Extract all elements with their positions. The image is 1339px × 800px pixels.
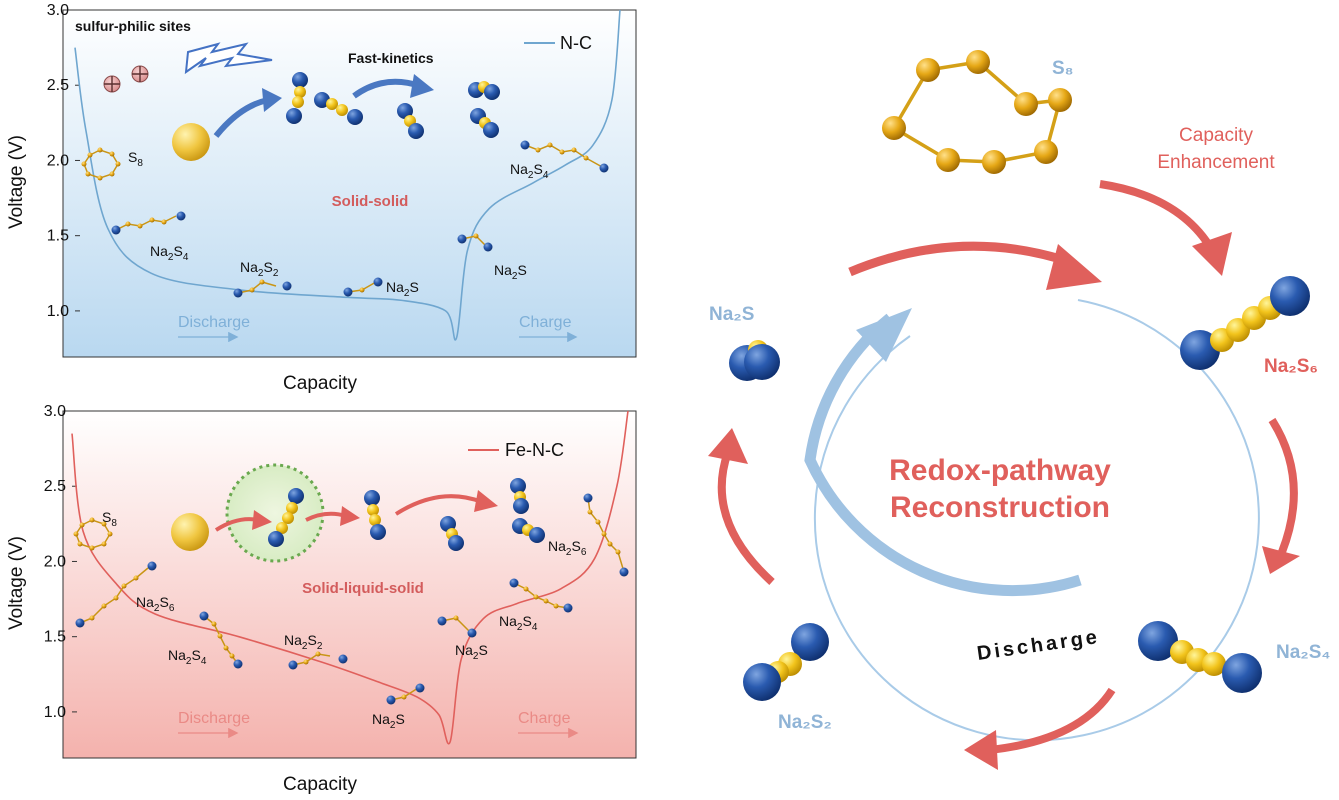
nc-y-axis-title: Voltage (V) (6, 135, 27, 229)
capacity-arrow (1099, 180, 1216, 253)
na2s4-label-top-left: Na2S4 (150, 243, 189, 263)
na2s-label-bottom: Na2S (372, 711, 405, 731)
fast-kinetics-label: Fast-kinetics (348, 50, 434, 66)
na2s4-label-bottom-left: Na2S4 (168, 647, 207, 667)
na2s2-label-top: Na2S2 (240, 259, 279, 279)
y-tick-label: 2.5 (44, 478, 66, 495)
outer-arrow-left (717, 450, 775, 585)
s8-ring-small-top (81, 147, 121, 181)
outer-arrow-bottom (989, 687, 1116, 754)
inner-red-arrow (848, 241, 1072, 277)
discharge-ring (813, 299, 1260, 742)
na2s-cluster (468, 81, 500, 138)
na2s4-molecule-large (1138, 621, 1262, 693)
solid-liquid-solid-label: Solid-liquid-solid (302, 580, 424, 597)
na2s-molecule-top-right (457, 233, 493, 252)
na2s2-molecule-bottom (288, 651, 348, 670)
na2s6-label-bottom-left: Na2S6 (136, 594, 175, 614)
fenc-legend-label: Fe-N-C (505, 440, 564, 460)
na2s4-chain-bottom-left (199, 611, 243, 669)
na2s2-molecule-large (743, 623, 829, 701)
capacity-label: Capacity (1179, 125, 1253, 146)
y-tick-label: 3.0 (44, 403, 66, 420)
s8-label-top: S8 (128, 149, 143, 169)
lightning-bolt-icon (184, 42, 273, 75)
s8-label-bottom: S8 (102, 509, 117, 529)
fenc-x-axis-title: Capacity (283, 774, 357, 795)
na2s6-chain-bottom-right (583, 493, 629, 577)
na2s-label-large: Na₂S (709, 304, 754, 325)
na2s2-label-large: Na₂S₂ (778, 712, 832, 733)
reaction-arrow-1 (213, 97, 269, 138)
fenc-charge-label: Charge (518, 710, 571, 727)
y-tick-label: 1.0 (47, 303, 69, 320)
nc-legend-label: N-C (560, 33, 592, 53)
sulfur-sphere (172, 123, 210, 161)
nc-x-axis-title: Capacity (283, 373, 357, 394)
adsorbed-chain-bottom (268, 488, 304, 547)
s8-ring-small-bottom (73, 517, 113, 551)
na2s-molecule-bottom (386, 683, 425, 705)
discharge-ring-thick (804, 313, 1082, 597)
cycle-title-line2: Reconstruction (890, 491, 1110, 524)
sulfur-philic-sites-label: sulfur-philic sites (75, 18, 191, 34)
y-tick-label: 3.0 (47, 2, 69, 19)
y-tick-label: 1.5 (44, 629, 66, 646)
na2s4-label-bottom-right: Na2S4 (499, 613, 538, 633)
na2s2-label-bottom: Na2S2 (284, 632, 323, 652)
nc-panel: 1.0 1.5 2.0 2.5 3.0 Voltage (V) Capacity N-C… (6, 2, 637, 394)
na2s6-label-bottom-right: Na2S6 (548, 538, 587, 558)
na2s-molecule-large (729, 340, 780, 381)
na2s2-cluster (397, 103, 424, 139)
discharge-ring-label: Discharge (976, 626, 1102, 665)
na2s6-molecule-large (1180, 276, 1310, 370)
nc-discharge-label: Discharge (178, 314, 250, 331)
nc-axes: 1.0 1.5 2.0 2.5 3.0 (47, 2, 80, 320)
chain-bottom-2 (364, 490, 386, 540)
s8-label-large: S₈ (1052, 58, 1074, 79)
solid-solid-label: Solid-solid (332, 193, 409, 210)
na2s-label-top: Na2S (386, 279, 419, 299)
na2s-bottom-cluster (510, 478, 545, 543)
na2s4-label-top-right: Na2S4 (510, 161, 549, 181)
redox-cycle: Redox-pathway Reconstruction Discharge C… (708, 50, 1330, 770)
na2s-molecule-top (343, 277, 383, 297)
reaction-arrow-b3 (394, 494, 483, 516)
na2s4-label-large: Na₂S₄ (1276, 642, 1330, 663)
na2s4-chain-top-left (111, 211, 186, 235)
na2s4-chain-top-right (520, 140, 609, 173)
enhancement-label: Enhancement (1157, 152, 1275, 173)
na2s-molecule-bottom-right (437, 615, 477, 638)
sulfur-sphere-bottom (171, 513, 209, 551)
na2s2-bottom (440, 516, 464, 551)
nc-voltage-curve (74, 9, 621, 341)
cycle-title-line1: Redox-pathway (889, 454, 1111, 487)
fenc-voltage-curve (71, 410, 629, 745)
nc-plot-area (62, 9, 637, 358)
fenc-y-axis-title: Voltage (V) (6, 536, 27, 630)
na2s6-label-large: Na₂S₆ (1264, 356, 1318, 377)
na2s4-chain-bottom-right (509, 578, 573, 613)
s8-ring-large (882, 50, 1072, 174)
fenc-panel: 1.0 1.5 2.0 2.5 3.0 Voltage (V) Capacity Fe-… (6, 403, 637, 795)
na2s-label-bottom-right: Na2S (455, 642, 488, 662)
outer-arrow-right (1268, 417, 1298, 554)
y-tick-label: 1.0 (44, 704, 66, 721)
na2s-label-top-right: Na2S (494, 262, 527, 282)
na2s6-chain-bottom-left (75, 561, 157, 628)
fenc-discharge-label: Discharge (178, 710, 250, 727)
fenc-axes: 1.0 1.5 2.0 2.5 3.0 (44, 403, 77, 721)
y-tick-label: 1.5 (47, 228, 69, 245)
nc-charge-label: Charge (519, 314, 572, 331)
sulfur-philic-site-icons (103, 65, 149, 93)
y-tick-label: 2.0 (47, 152, 69, 169)
fenc-plot-area (62, 410, 637, 759)
y-tick-label: 2.0 (44, 553, 66, 570)
adsorbed-polysulfide-cluster (286, 72, 363, 125)
discharge-arrowhead (856, 308, 912, 362)
y-tick-label: 2.5 (47, 77, 69, 94)
na2s2-molecule-top (233, 279, 292, 298)
